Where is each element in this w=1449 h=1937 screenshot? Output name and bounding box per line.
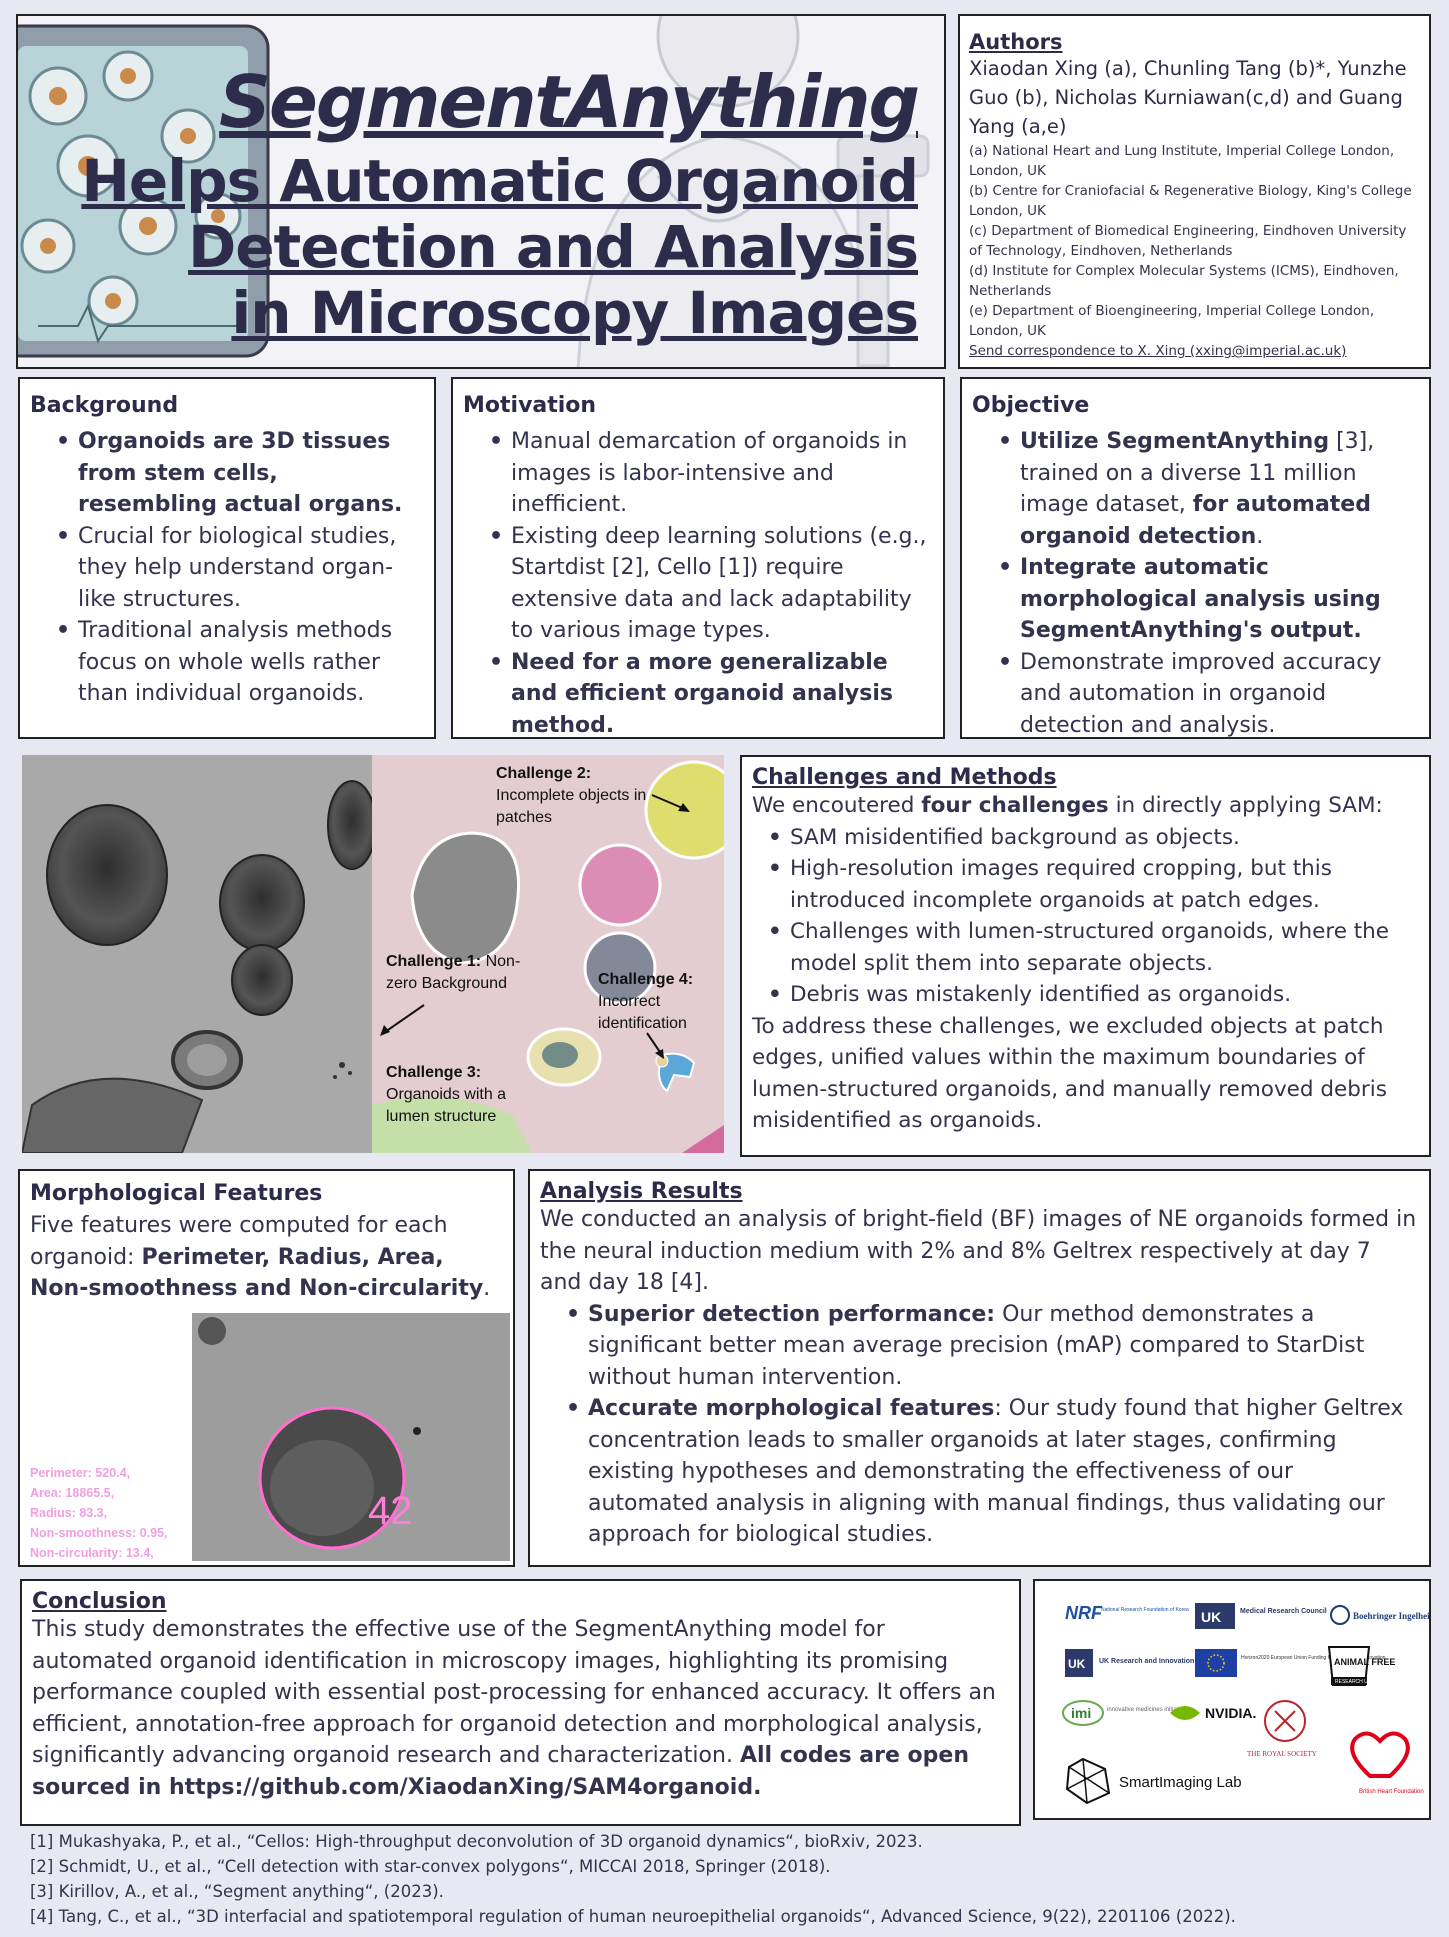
nrf-logo: NRF National Research Foundation of Kore… bbox=[1065, 1603, 1189, 1623]
motivation-list: Manual demarcation of organoids in image… bbox=[489, 426, 933, 741]
mrc-logo: UK Medical Research Council bbox=[1195, 1603, 1327, 1629]
svg-text:NRF: NRF bbox=[1065, 1603, 1103, 1623]
eu-logo: Horizon2020 European Union Funding for R… bbox=[1195, 1649, 1386, 1677]
affiliation-b: (b) Centre for Craniofacial & Regenerati… bbox=[969, 183, 1412, 219]
challenges-figure: Challenge 2:Incomplete objects in patche… bbox=[22, 755, 724, 1153]
sponsor-logos-panel: NRF National Research Foundation of Kore… bbox=[1033, 1579, 1438, 1820]
organoid-id-label: 42 bbox=[368, 1489, 413, 1533]
title-line-1: SegmentAnything bbox=[219, 60, 920, 144]
organoid-image bbox=[192, 1313, 510, 1561]
challenges-list: SAM misidentified background as objects.… bbox=[768, 822, 1419, 1011]
authors-heading: Authors bbox=[969, 30, 1063, 54]
boehringer-logo: Boehringer Ingelheim bbox=[1330, 1605, 1438, 1625]
svg-text:innovative medicines initiativ: innovative medicines initiative bbox=[1107, 1707, 1187, 1713]
list-item: SAM misidentified background as objects. bbox=[768, 822, 1419, 854]
list-item: Challenges with lumen-structured organoi… bbox=[768, 916, 1419, 979]
microscopy-figure bbox=[22, 755, 724, 1153]
objective-list: Utilize SegmentAnything [3], trained on … bbox=[998, 426, 1419, 741]
svg-text:Boehringer Ingelheim: Boehringer Ingelheim bbox=[1353, 1611, 1429, 1621]
list-item: Need for a more generalizable and effici… bbox=[489, 647, 933, 742]
imi-logo: imi innovative medicines initiative bbox=[1062, 1700, 1187, 1726]
royal-society-logo: THE ROYAL SOCIETY bbox=[1247, 1700, 1317, 1758]
list-item: Manual demarcation of organoids in image… bbox=[489, 426, 933, 521]
motivation-panel: Motivation Manual demarcation of organoi… bbox=[451, 377, 945, 739]
list-item: Demonstrate improved accuracy and automa… bbox=[998, 647, 1419, 742]
list-item: Existing deep learning solutions (e.g., … bbox=[489, 521, 933, 647]
reference-3: [3] Kirillov, A., et al., “Segment anyth… bbox=[30, 1882, 444, 1901]
svg-text:THE ROYAL SOCIETY: THE ROYAL SOCIETY bbox=[1247, 1750, 1317, 1758]
challenges-heading: Challenges and Methods bbox=[752, 765, 1057, 790]
analysis-list: Superior detection performance: Our meth… bbox=[566, 1299, 1419, 1551]
morph-heading: Morphological Features bbox=[30, 1181, 323, 1206]
title-line-2: Helps Automatic Organoid bbox=[81, 147, 919, 215]
svg-text:NVIDIA.: NVIDIA. bbox=[1205, 1705, 1256, 1721]
morph-text: Five features were computed for each org… bbox=[30, 1213, 491, 1301]
background-heading: Background bbox=[30, 393, 179, 418]
list-item: High-resolution images required cropping… bbox=[768, 853, 1419, 916]
affiliation-c: (c) Department of Biomedical Engineering… bbox=[969, 223, 1407, 259]
svg-text:SmartImaging Lab: SmartImaging Lab bbox=[1119, 1774, 1242, 1791]
title-panel: SegmentAnything Helps Automatic Organoid… bbox=[16, 14, 946, 369]
objective-panel: Objective Utilize SegmentAnything [3], t… bbox=[960, 377, 1431, 739]
smart-imaging-lab-logo: SmartImaging Lab bbox=[1065, 1757, 1242, 1805]
poster-title: SegmentAnything Helps Automatic Organoid… bbox=[81, 56, 920, 347]
svg-text:RESEARCH UK: RESEARCH UK bbox=[1335, 1679, 1372, 1685]
correspondence-link[interactable]: Send correspondence to X. Xing (xxing@im… bbox=[969, 343, 1347, 359]
list-item: Debris was mistakenly identified as orga… bbox=[768, 979, 1419, 1011]
conclusion-text: This study demonstrates the effective us… bbox=[32, 1617, 996, 1800]
objective-heading: Objective bbox=[972, 393, 1090, 418]
list-item: Integrate automatic morphological analys… bbox=[998, 552, 1419, 647]
challenges-closing: To address these challenges, we excluded… bbox=[752, 1013, 1387, 1134]
nvidia-logo: NVIDIA. bbox=[1170, 1705, 1256, 1721]
analysis-results-panel: Analysis Results We conducted an analysi… bbox=[528, 1169, 1431, 1567]
challenge-1-label: Challenge 1: Non-zero Background bbox=[386, 953, 521, 992]
morph-stats: Perimeter: 520.4, Area: 18865.5, Radius:… bbox=[30, 1466, 168, 1560]
challenges-methods-panel: Challenges and Methods We encoutered fou… bbox=[740, 755, 1431, 1157]
svg-text:British Heart Foundation: British Heart Foundation bbox=[1359, 1789, 1424, 1795]
authors-panel: Authors Xiaodan Xing (a), Chunling Tang … bbox=[958, 14, 1431, 369]
conclusion-panel: Conclusion This study demonstrates the e… bbox=[20, 1579, 1021, 1826]
sponsor-logos: NRF National Research Foundation of Kore… bbox=[1062, 1603, 1438, 1805]
conclusion-heading: Conclusion bbox=[32, 1589, 167, 1614]
animal-free-logo: ANIMAL FREE RESEARCH UK bbox=[1327, 1646, 1395, 1686]
reference-4: [4] Tang, C., et al., “3D interfacial an… bbox=[30, 1907, 1236, 1926]
motivation-heading: Motivation bbox=[463, 393, 597, 418]
background-list: Organoids are 3D tissues from stem cells… bbox=[56, 426, 424, 710]
list-item: Crucial for biological studies, they hel… bbox=[56, 521, 424, 616]
title-line-3: Detection and Analysis bbox=[188, 213, 919, 281]
challenge-4-label: Challenge 4:Incorrect identification bbox=[598, 971, 694, 1032]
svg-text:ANIMAL FREE: ANIMAL FREE bbox=[1334, 1657, 1395, 1667]
background-panel: Background Organoids are 3D tissues from… bbox=[18, 377, 436, 739]
affiliation-d: (d) Institute for Complex Molecular Syst… bbox=[969, 263, 1399, 299]
svg-text:Medical Research Council: Medical Research Council bbox=[1240, 1608, 1327, 1615]
list-item: Superior detection performance: Our meth… bbox=[566, 1299, 1419, 1394]
ukri-logo: UK UK Research and Innovation bbox=[1065, 1649, 1194, 1677]
list-item: Traditional analysis methods focus on wh… bbox=[56, 615, 424, 710]
analysis-heading: Analysis Results bbox=[540, 1179, 743, 1204]
svg-text:National Research Foundation o: National Research Foundation of Korea bbox=[1101, 1607, 1189, 1613]
svg-text:UK Research and Innovation: UK Research and Innovation bbox=[1099, 1658, 1194, 1665]
reference-2: [2] Schmidt, U., et al., “Cell detection… bbox=[30, 1857, 831, 1876]
references: [1] Mukashyaka, P., et al., “Cellos: Hig… bbox=[30, 1829, 1236, 1929]
list-item: Organoids are 3D tissues from stem cells… bbox=[56, 426, 424, 521]
affiliation-a: (a) National Heart and Lung Institute, I… bbox=[969, 143, 1395, 179]
affiliation-e: (e) Department of Bioengineering, Imperi… bbox=[969, 303, 1375, 339]
list-item: Utilize SegmentAnything [3], trained on … bbox=[998, 426, 1419, 552]
list-item: Accurate morphological features: Our stu… bbox=[566, 1393, 1419, 1551]
svg-text:UK: UK bbox=[1068, 1657, 1086, 1671]
challenges-intro: We encoutered four challenges in directl… bbox=[752, 793, 1383, 818]
title-line-4: in Microscopy Images bbox=[231, 279, 919, 347]
challenge-2-label: Challenge 2:Incomplete objects in patche… bbox=[496, 765, 647, 826]
svg-text:Horizon2020 European Union Fun: Horizon2020 European Union Funding for R… bbox=[1241, 1655, 1386, 1661]
reference-1: [1] Mukashyaka, P., et al., “Cellos: Hig… bbox=[30, 1832, 923, 1851]
doctor-illustration bbox=[18, 16, 944, 367]
author-names: Xiaodan Xing (a), Chunling Tang (b)*, Yu… bbox=[969, 57, 1407, 138]
morphological-features-panel: Morphological Features Five features wer… bbox=[18, 1169, 515, 1567]
bhf-logo: British Heart Foundation bbox=[1350, 1731, 1424, 1795]
challenge-3-label: Challenge 3:Organoids with a lumen struc… bbox=[386, 1064, 507, 1125]
svg-text:imi: imi bbox=[1071, 1705, 1091, 1721]
analysis-intro: We conducted an analysis of bright-field… bbox=[540, 1207, 1417, 1295]
svg-text:UK: UK bbox=[1201, 1609, 1221, 1625]
